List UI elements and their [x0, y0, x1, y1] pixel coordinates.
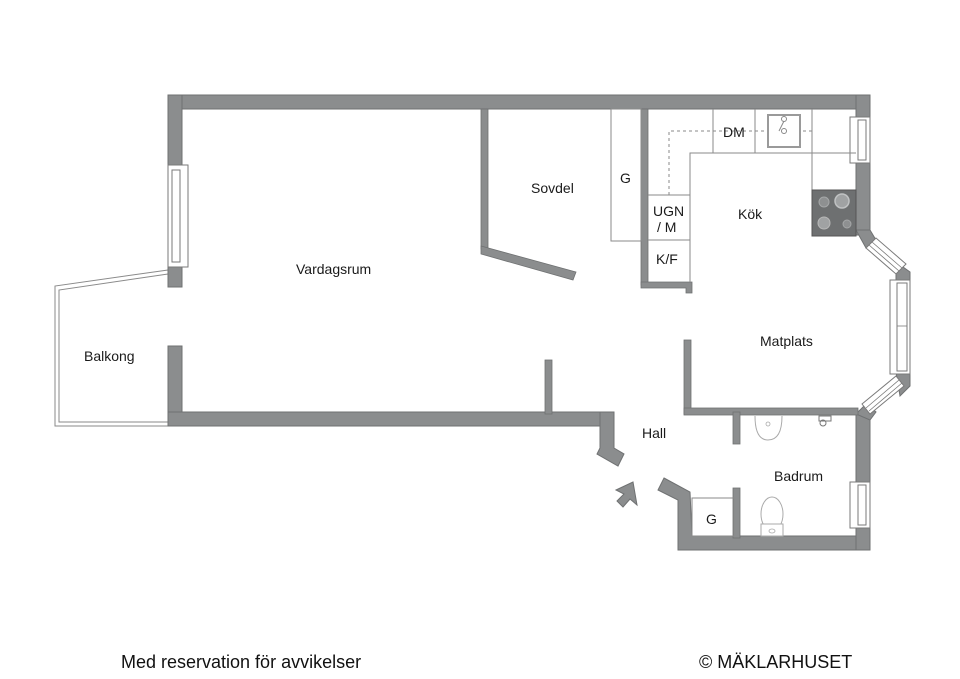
washbasin-icon	[754, 415, 783, 441]
fixture-label-dishwasher: DM	[723, 124, 745, 140]
room-label-matplats: Matplats	[760, 333, 813, 349]
outer-walls	[167, 94, 871, 551]
room-label-balkong: Balkong	[84, 348, 135, 364]
room-label-kok: Kök	[738, 206, 763, 222]
room-label-hall: Hall	[642, 425, 666, 441]
shower-tap-icon	[818, 415, 832, 427]
wardrobe-sovdel	[610, 108, 642, 242]
sink-icon	[767, 114, 801, 148]
fixture-label-fridge-freezer: K/F	[656, 251, 678, 267]
wardrobe-hall	[691, 497, 735, 537]
balcony-railing	[54, 269, 169, 427]
fixture-label-wardrobe-sovdel: G	[620, 170, 631, 186]
toilet-icon	[760, 496, 784, 537]
bay-windows	[861, 237, 911, 415]
room-label-sovdel: Sovdel	[531, 180, 574, 196]
interior-walls	[480, 108, 859, 539]
stove-icon	[811, 189, 857, 237]
fixture-label-wardrobe-hall: G	[706, 511, 717, 527]
copyright-text: © MÄKLARHUSET	[699, 652, 853, 672]
windows	[167, 116, 871, 529]
fixture-label-microwave: / M	[657, 219, 676, 235]
room-label-vardagsrum: Vardagsrum	[296, 261, 371, 277]
fixture-label-oven: UGN	[653, 203, 684, 219]
fixtures	[610, 108, 857, 537]
room-label-badrum: Badrum	[774, 468, 823, 484]
entry-arrow-icon	[614, 481, 638, 508]
disclaimer-text: Med reservation för avvikelser	[121, 652, 362, 672]
